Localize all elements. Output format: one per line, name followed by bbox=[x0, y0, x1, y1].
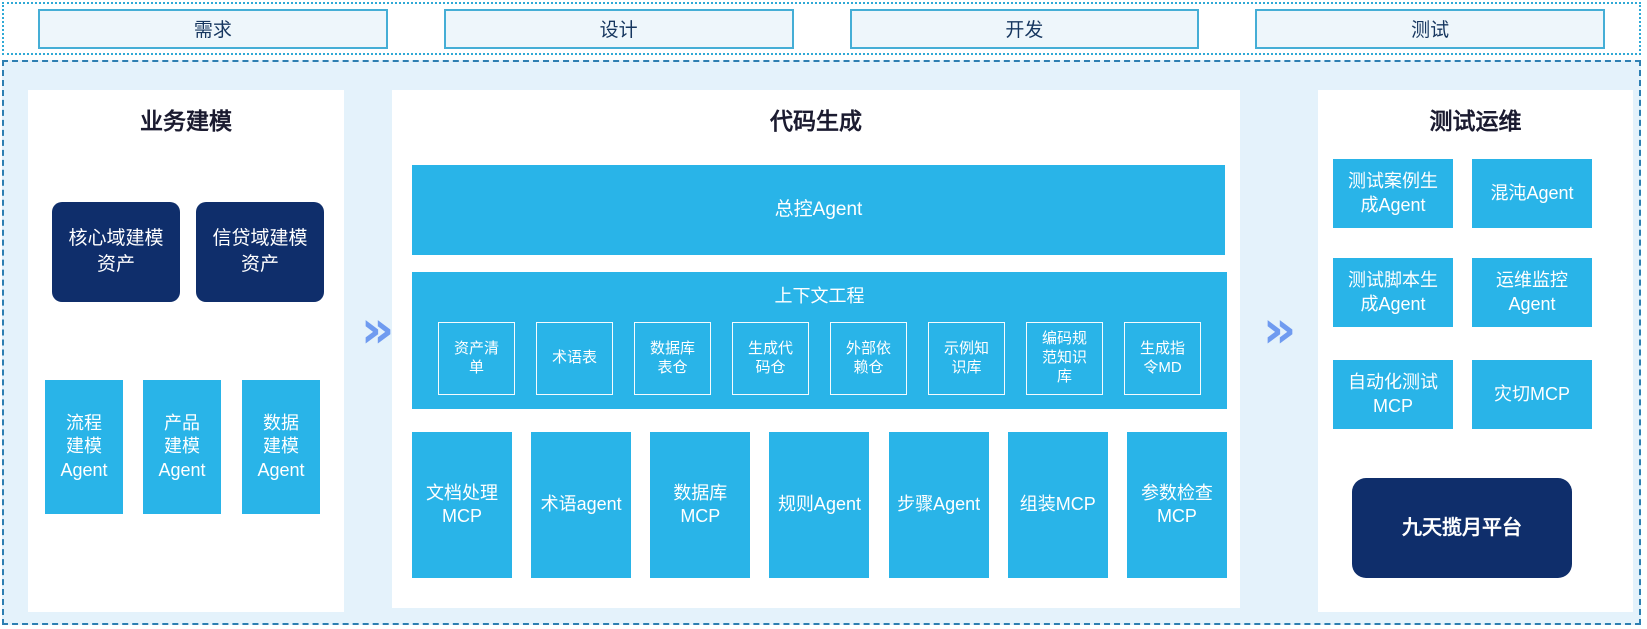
node-jiutian-lanyue-platform: 九天揽月平台 bbox=[1352, 478, 1572, 578]
node-product-modeling-agent: 产品建模Agent bbox=[143, 380, 221, 514]
node-document-processing-mcp: 文档处理MCP bbox=[412, 432, 512, 578]
node-test-script-generation-agent: 测试脚本生成Agent bbox=[1333, 258, 1453, 327]
node-external-dependency-repo: 外部依赖仓 bbox=[830, 322, 907, 395]
node-credit-domain-modeling-assets: 信贷域建模资产 bbox=[196, 202, 324, 302]
node-chaos-agent: 混沌Agent bbox=[1472, 159, 1592, 228]
flow-arrow-right: » bbox=[1262, 300, 1297, 360]
node-assembly-mcp: 组装MCP bbox=[1007, 432, 1108, 578]
node-glossary: 术语表 bbox=[536, 322, 613, 395]
tool-row: 文档处理MCP 术语agent 数据库MCP 规则Agent 步骤Agent 组… bbox=[412, 432, 1227, 578]
section-title-business-modeling: 业务建模 bbox=[140, 108, 232, 134]
phase-development: 开发 bbox=[849, 8, 1200, 49]
node-database-table-repo: 数据库表仓 bbox=[634, 322, 711, 395]
node-asset-list: 资产清单 bbox=[438, 322, 515, 395]
node-generation-instruction-md: 生成指令MD bbox=[1124, 322, 1201, 395]
section-title-code-generation: 代码生成 bbox=[770, 108, 862, 134]
section-test-ops: 测试运维 测试案例生成Agent 混沌Agent 测试脚本生成Agent 运维监… bbox=[1318, 90, 1633, 612]
panel-context-engineering: 上下文工程 资产清单 术语表 数据库表仓 生成代码仓 外部依赖仓 示例知识库 编… bbox=[412, 272, 1227, 409]
main-container: 业务建模 核心域建模资产 信贷域建模资产 流程建模Agent 产品建模Agent… bbox=[2, 60, 1641, 625]
node-rule-agent: 规则Agent bbox=[769, 432, 870, 578]
node-process-modeling-agent: 流程建模Agent bbox=[45, 380, 123, 514]
phase-design: 设计 bbox=[443, 8, 794, 49]
node-step-agent: 步骤Agent bbox=[888, 432, 989, 578]
section-title-test-ops: 测试运维 bbox=[1429, 108, 1522, 134]
node-glossary-agent: 术语agent bbox=[531, 432, 632, 578]
phase-requirements: 需求 bbox=[38, 8, 388, 49]
node-core-domain-modeling-assets: 核心域建模资产 bbox=[52, 202, 180, 302]
node-master-control-agent: 总控Agent bbox=[412, 165, 1225, 255]
node-database-mcp: 数据库MCP bbox=[650, 432, 751, 578]
node-automated-testing-mcp: 自动化测试MCP bbox=[1333, 360, 1453, 429]
node-disaster-switch-mcp: 灾切MCP bbox=[1472, 360, 1592, 429]
phase-testing: 测试 bbox=[1255, 8, 1605, 49]
node-test-case-generation-agent: 测试案例生成Agent bbox=[1333, 159, 1453, 228]
context-items-row: 资产清单 术语表 数据库表仓 生成代码仓 外部依赖仓 示例知识库 编码规范知识库… bbox=[438, 322, 1201, 395]
node-ops-monitoring-agent: 运维监控Agent bbox=[1472, 258, 1592, 327]
node-data-modeling-agent: 数据建模Agent bbox=[242, 380, 320, 514]
flow-arrow-left: » bbox=[360, 300, 395, 360]
node-coding-standard-knowledge-base: 编码规范知识库 bbox=[1026, 322, 1103, 395]
panel-title-context-engineering: 上下文工程 bbox=[774, 286, 865, 306]
phase-bar: 需求 设计 开发 测试 bbox=[2, 2, 1641, 55]
node-generated-code-repo: 生成代码仓 bbox=[732, 322, 809, 395]
node-parameter-check-mcp: 参数检查MCP bbox=[1126, 432, 1227, 578]
node-example-knowledge-base: 示例知识库 bbox=[928, 322, 1005, 395]
section-code-generation: 代码生成 总控Agent 上下文工程 资产清单 术语表 数据库表仓 生成代码仓 … bbox=[392, 90, 1240, 608]
section-business-modeling: 业务建模 核心域建模资产 信贷域建模资产 流程建模Agent 产品建模Agent… bbox=[28, 90, 344, 612]
